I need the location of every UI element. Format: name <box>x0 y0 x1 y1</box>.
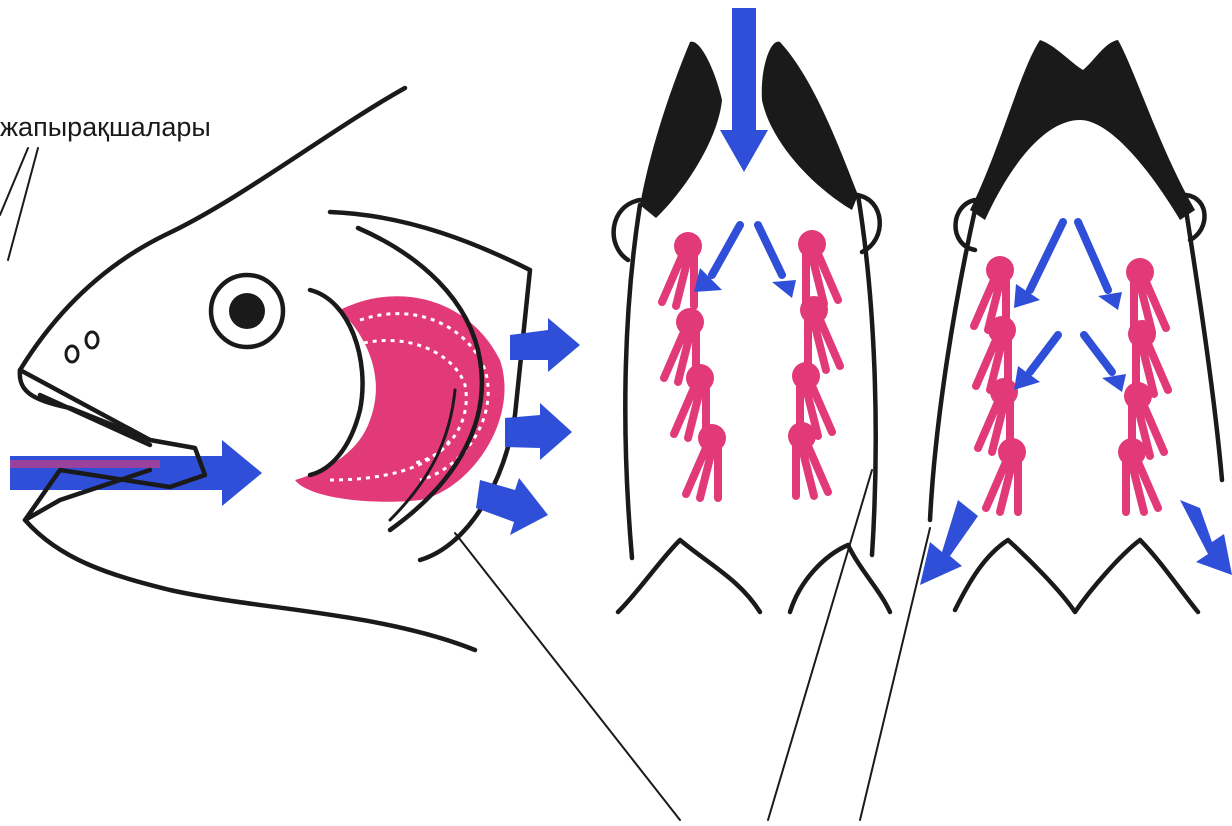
fish-head-side-view <box>10 88 580 650</box>
water-outflow-arrows-right <box>920 500 1232 585</box>
eye <box>211 275 283 347</box>
water-inflow-arrow-top <box>720 8 768 172</box>
label-leader-lines <box>0 148 38 260</box>
inner-flow-arrows-middle <box>694 225 796 298</box>
gill-arches <box>295 296 505 502</box>
head-top-view-inhale <box>614 8 890 612</box>
inner-flow-arrows-right <box>1014 222 1126 392</box>
head-top-view-exhale <box>920 40 1232 612</box>
